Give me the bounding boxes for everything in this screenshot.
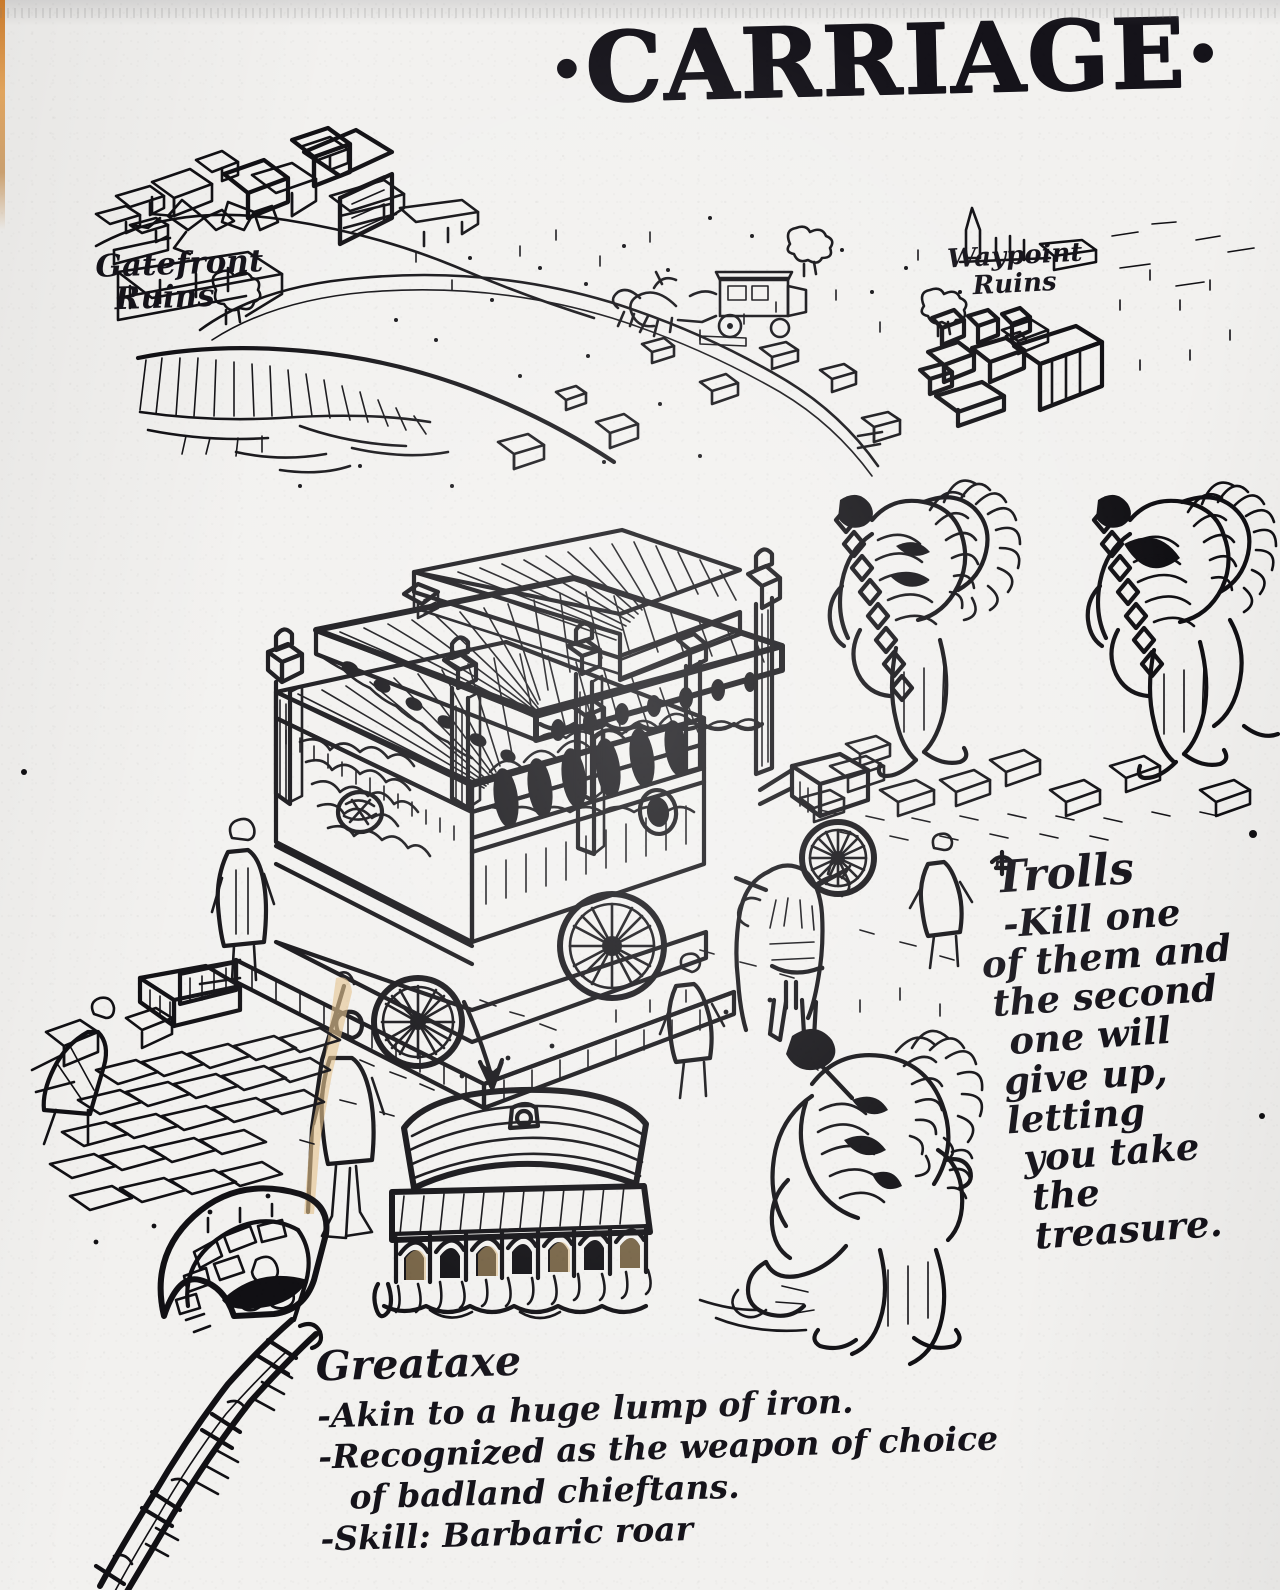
shrub-cluster (211, 225, 968, 338)
label-waypoint-ruins: Waypoint Ruins (947, 238, 1085, 301)
waypoint-standing-wall (1004, 323, 1105, 413)
figure-attendant-left (210, 817, 276, 982)
greataxe-weapon (93, 1185, 330, 1590)
large-ruin-block (221, 157, 291, 221)
troll-puller-left (827, 479, 1022, 779)
monolith-block (301, 127, 395, 247)
map-tick-marks (415, 221, 1255, 371)
treasure-chest (372, 1086, 653, 1320)
mini-horses (611, 270, 718, 338)
ink-speck-3 (1259, 1113, 1265, 1119)
chest-arches (393, 1223, 649, 1285)
road-texture-marks (299, 929, 955, 1145)
waypoint-ruin-blocks (917, 305, 1105, 429)
cobblestone-road (48, 1026, 342, 1212)
greataxe-annotation: Greataxe -Akin to a huge lump of iron. -… (315, 1323, 1001, 1560)
carriage-wheel-mid (557, 891, 667, 1001)
carriage-illustration (30, 527, 974, 1245)
ink-speck-2 (1249, 830, 1257, 838)
distant-spire (958, 206, 1098, 272)
carriage-pillars (265, 547, 783, 857)
chest-gothic-shapes (404, 1238, 640, 1280)
page-top-shadow (0, 0, 1280, 26)
ink-speck (21, 769, 27, 775)
scattered-rubble (496, 336, 902, 471)
map-speckles (298, 216, 962, 488)
landscape-ruins-sketch (94, 125, 1255, 488)
troll-mane-kneeling (894, 1029, 984, 1178)
carriage-body (273, 712, 707, 967)
label-gatefront-line2: Ruins (113, 277, 216, 318)
carriage-wheel-front-right (799, 819, 877, 897)
troll-mane-left (928, 479, 1022, 622)
note-dingbat (989, 849, 1015, 877)
chain-left (833, 505, 915, 703)
perforated-edge (0, 8, 1280, 18)
gatefront-ruin-blocks (94, 135, 480, 322)
troll-kneeling (698, 1028, 984, 1367)
troll-puller-right (1085, 481, 1280, 781)
carriage-horse (733, 858, 852, 1043)
rocky-ground-trolls (798, 734, 1252, 824)
figure-small-right (658, 952, 726, 1100)
arrow-to-treasure (461, 999, 505, 1091)
carriage-wheel-rear (371, 975, 465, 1069)
troll-mane-right (1186, 481, 1278, 614)
figure-with-torch (304, 971, 386, 1240)
greataxe-bindings (93, 1337, 299, 1587)
figure-distant-right (908, 832, 974, 970)
rubble-foreground (44, 1006, 174, 1068)
page-edge-strip (0, 0, 5, 230)
cliff-face (135, 346, 617, 474)
road-edge (211, 289, 873, 477)
carriage-chassis (137, 751, 871, 1111)
trolls-annotation: Trolls -Kill one of them and the second … (980, 837, 1280, 1258)
label-gatefront-ruins: Gatefront Ruins (95, 243, 265, 318)
road-pebbles (93, 965, 825, 1245)
label-waypoint-line2: Ruins (971, 266, 1058, 301)
mini-carriage (676, 270, 808, 347)
ground-hatch-trolls (819, 809, 1219, 841)
road-path (198, 273, 880, 468)
